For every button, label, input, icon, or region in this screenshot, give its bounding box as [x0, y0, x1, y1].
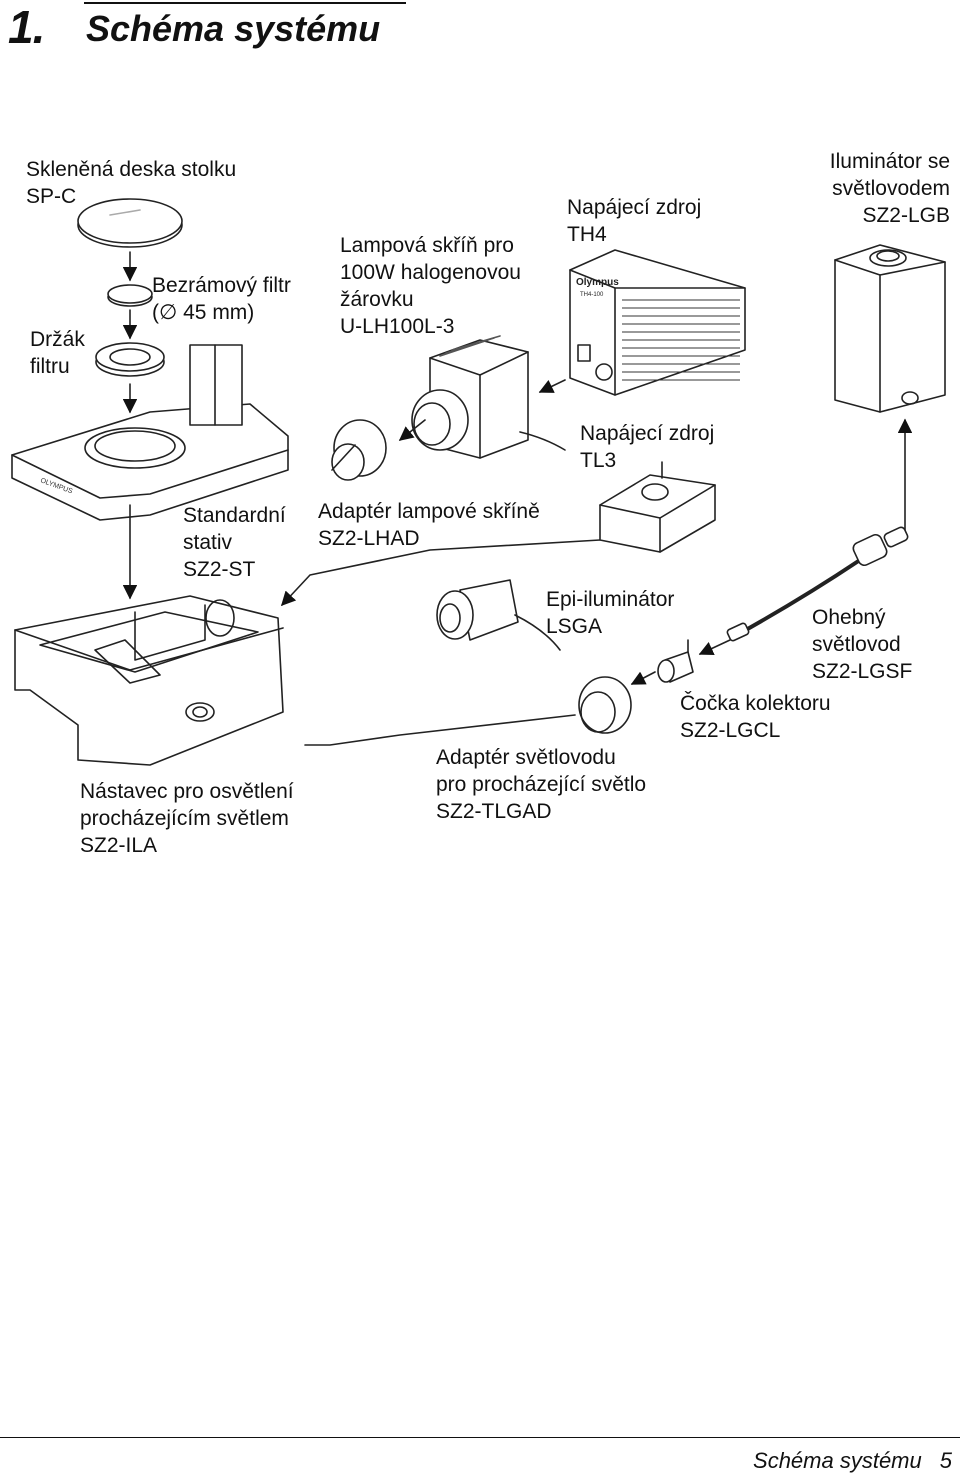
footer-title: Schéma systému: [753, 1448, 922, 1473]
footer-rule: [0, 1437, 960, 1438]
arrow-th4-to-lamp: [538, 379, 566, 393]
arrow-lamp-to-lhad: [398, 419, 426, 441]
ila-base-drawing: [14, 595, 284, 766]
arrow-lgcl-to-tlgad: [630, 671, 656, 685]
line-tlgad-to-ila: [304, 714, 576, 746]
label-filter-holder: Držák filtru: [30, 328, 85, 378]
label-lgcl: Čočka kolektoru SZ2-LGCL: [680, 692, 831, 742]
lamp-housing-drawing: [411, 335, 566, 459]
label-tl3: Napájecí zdroj TL3: [580, 422, 715, 472]
label-lhad: Adaptér lampové skříně SZ2-LHAD: [318, 500, 540, 550]
lgcl-drawing: [657, 639, 694, 683]
label-lamp-housing: Lampová skříň pro 100W halogenovou žárov…: [340, 234, 521, 338]
heading-rule: [84, 2, 406, 4]
tl3-power-supply-drawing: [599, 461, 716, 553]
lhad-adapter-drawing: [331, 419, 387, 481]
th4-brand: Olympus: [576, 277, 619, 288]
label-lgb: Iluminátor se světlovodem SZ2-LGB: [829, 150, 950, 227]
filter-drawing: [107, 284, 153, 307]
th4-model: TH4-100: [580, 292, 604, 298]
label-filter: Bezrámový filtr (∅ 45 mm): [152, 274, 291, 324]
page-title: Schéma systému: [86, 8, 381, 49]
page-number: 5: [939, 1448, 952, 1473]
label-lgsf: Ohebný světlovod SZ2-LGSF: [812, 606, 913, 683]
section-number: 1.: [8, 1, 45, 53]
label-tlgad: Adaptér světlovodu pro procházející svět…: [436, 746, 647, 823]
arrow-lgsf-to-lgcl: [698, 639, 731, 656]
tlgad-drawing: [578, 676, 632, 734]
label-lsga: Epi-iluminátor LSGA: [546, 588, 675, 638]
label-th4: Napájecí zdroj TH4: [567, 196, 702, 246]
lgb-illuminator-drawing: [834, 244, 946, 413]
th4-power-supply-drawing: Olympus TH4-100: [569, 249, 746, 396]
standard-stand-drawing: OLYMPUS: [11, 344, 289, 521]
label-glass-plate: Skleněná deska stolku SP-C: [26, 158, 237, 208]
label-ila: Nástavec pro osvětlení procházejícím svě…: [80, 780, 294, 857]
lsga-drawing: [436, 579, 561, 651]
glass-plate-drawing: [77, 198, 183, 248]
label-stand: Standardní stativ SZ2-ST: [183, 504, 286, 581]
filter-holder-drawing: [95, 342, 165, 377]
page-footer: Schéma systému 5: [735, 1448, 952, 1474]
lgsf-drawing: [726, 526, 909, 642]
line-tl3-to-ila: [281, 539, 601, 607]
